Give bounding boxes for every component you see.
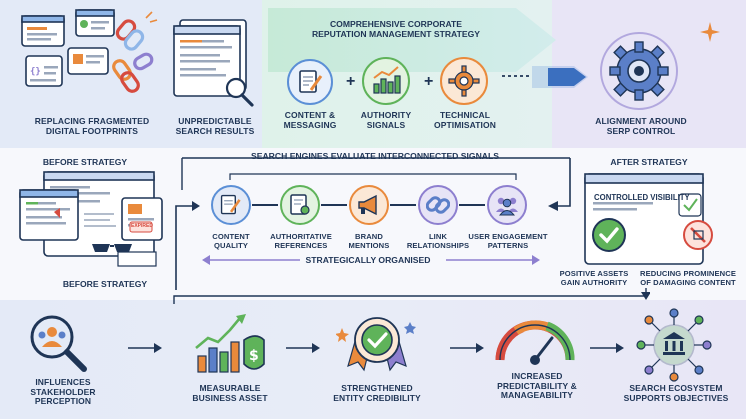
unpredictable-results-illustration [173,19,254,107]
expired-badge: EXPIRED [131,223,153,229]
flow-connector-to-bottom [173,288,650,304]
step-label-business-asset: MEASURABLE BUSINESS ASSET [192,383,268,403]
step-label-predictability: INCREASED PREDICTABILITY & MANAGEABILITY [497,371,577,401]
positive-assets-label: POSITIVE ASSETS GAIN AUTHORITY [559,269,629,287]
strategy-banner-arrow [268,8,556,72]
users-icon [496,197,518,216]
document-pen-icon [220,194,241,215]
step-arrow-2 [286,343,320,353]
technical-optimisation-pillar [440,57,488,105]
pillar-label-technical: TECHNICAL OPTIMISATION [434,110,496,130]
signal-label-brand: BRAND MENTIONS [348,232,390,250]
signal-connector-3 [390,204,416,206]
step-label-ecosystem: SEARCH ECOSYSTEM SUPPORTS OBJECTIVES [623,383,729,403]
fragmented-footprints-label: REPLACING FRAGMENTED DIGITAL FOOTPRINTS [34,116,150,136]
step-label-credibility: STRENGTHENED ENTITY CREDIBILITY [333,383,421,403]
reducing-prominence-label: REDUCING PROMINENCE OF DAMAGING CONTENT [640,269,736,287]
signals-title: SEARCH ENGINES EVALUATE INTERCONNECTED S… [251,151,499,161]
gauge-icon [495,320,575,365]
magnifier-people-icon [30,315,87,372]
pillar-label-content: CONTENT & MESSAGING [283,110,337,130]
signal-label-references: AUTHORITATIVE REFERENCES [270,232,332,250]
step-arrow-4 [590,343,624,353]
fragmented-footprints-illustration: {} [21,9,158,93]
megaphone-icon [358,194,377,216]
controlled-visibility-label: CONTROLLED VISIBILITY [594,193,690,202]
before-strategy-illustration [19,171,163,267]
strategically-organised-label: STRATEGICALLY ORGANISED [305,255,431,265]
before-strategy-caption: BEFORE STRATEGY [62,279,148,289]
step-arrow-1 [128,343,162,353]
pillar-label-authority: AUTHORITY SIGNALS [360,110,412,130]
signals-frame [175,157,571,290]
growth-chart-money-icon: $ [195,314,265,373]
signal-node-engagement [487,185,527,225]
sparkle-icon [700,22,720,42]
certificate-icon [290,194,310,215]
chain-link-icon [426,196,450,214]
signal-label-content: CONTENT QUALITY [212,232,250,250]
signal-connector-1 [252,204,278,206]
document-pen-icon [299,70,323,93]
step-label-stakeholder: INFLUENCES STAKEHOLDER PERCEPTION [30,377,96,407]
before-strategy-title: BEFORE STRATEGY [42,157,128,167]
positive-check-badge [592,218,626,252]
signal-label-links: LINK RELATIONSHIPS [406,232,470,250]
plus-sign-2: + [424,73,434,90]
signal-connector-2 [321,204,347,206]
check-icon [599,227,619,244]
svg-text:{}: {} [30,67,41,77]
svg-text:$: $ [249,348,259,364]
signal-label-engagement: USER ENGAGEMENT PATTERNS [468,232,548,250]
strategy-title: COMPREHENSIVE CORPORATE REPUTATION MANAG… [311,19,481,39]
network-bank-icon [636,308,712,382]
step-arrow-3 [450,343,484,353]
unpredictable-results-label: UNPREDICTABLE SEARCH RESULTS [175,116,255,136]
signal-connector-4 [459,204,485,206]
prohibited-icon [690,227,706,243]
trophy-chart-icon [373,66,401,94]
gear-icon [448,65,480,97]
alignment-label: ALIGNMENT AROUND SERP CONTROL [595,116,687,136]
award-badge-icon [336,317,416,372]
flow-arrow-to-alignment [502,66,588,88]
plus-sign-1: + [346,73,356,90]
serp-control-gear-icon [600,32,678,110]
after-strategy-browser [584,173,704,265]
after-strategy-title: AFTER STRATEGY [610,157,688,167]
